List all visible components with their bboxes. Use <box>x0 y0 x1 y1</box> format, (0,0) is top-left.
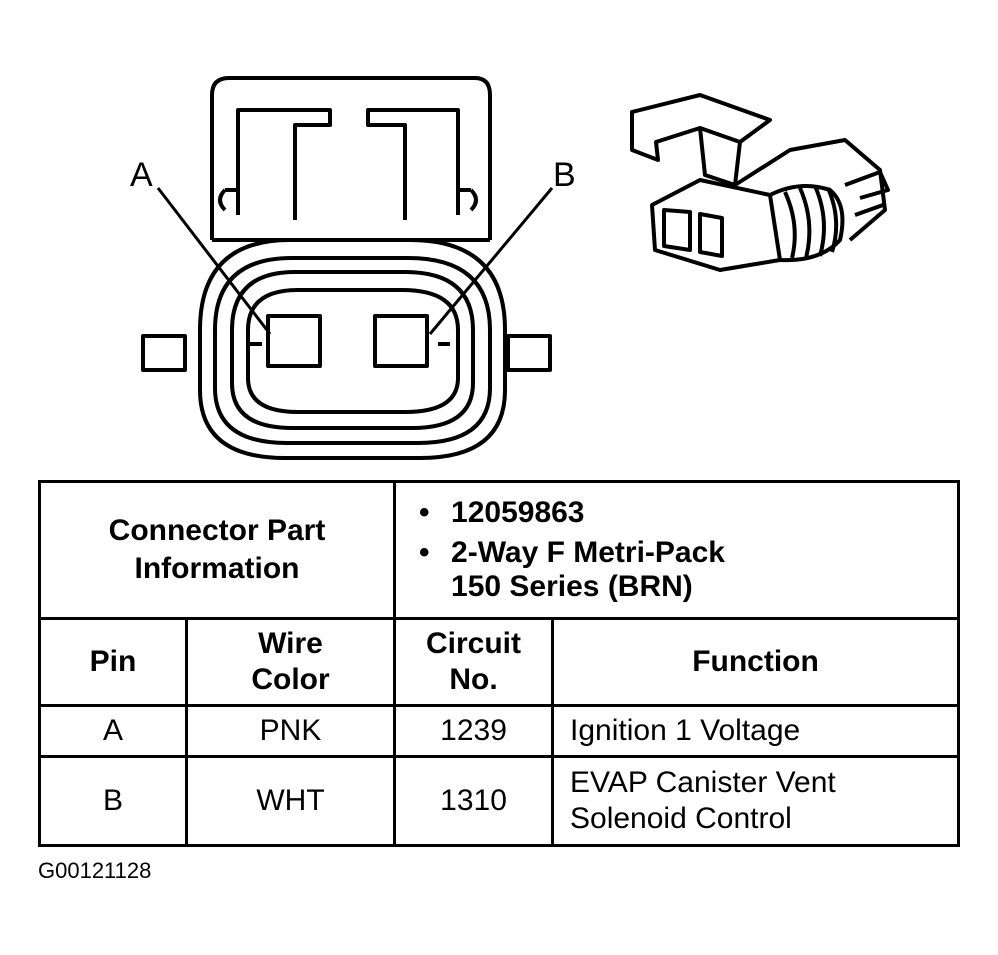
header-function: Function <box>551 617 961 707</box>
row-b-function-text: EVAP Canister Vent Solenoid Control <box>570 766 836 835</box>
header-wire-color-text: Wire Color <box>251 627 330 696</box>
part-number: 12059863 <box>419 496 957 530</box>
connector-type: 2-Way F Metri-Pack 150 Series (BRN) <box>419 536 751 604</box>
connector-info-table: Connector Part Information 12059863 2-Wa… <box>37 480 961 847</box>
table-row: B WHT 1310 EVAP Canister Vent Solenoid C… <box>38 755 961 847</box>
row-b-function: EVAP Canister Vent Solenoid Control <box>551 755 961 847</box>
pin-a-leader <box>156 187 272 335</box>
header-wire-color: Wire Color <box>184 617 397 707</box>
pin-a-label: A <box>130 156 153 194</box>
connector-3d-view <box>630 93 890 272</box>
row-a-function: Ignition 1 Voltage <box>551 704 961 758</box>
pin-b-leader <box>428 187 554 335</box>
header-circuit-no-text: Circuit No. <box>426 627 522 696</box>
row-b-circuit: 1310 <box>393 755 555 847</box>
row-a-wire-color: PNK <box>184 704 397 758</box>
header-pin: Pin <box>38 617 188 707</box>
connector-part-info-label: Connector Part Information <box>37 480 397 620</box>
table-row: A PNK 1239 Ignition 1 Voltage <box>38 704 961 758</box>
connector-body <box>198 238 507 460</box>
pin-b-label: B <box>553 156 576 194</box>
left-peg <box>141 334 187 372</box>
connector-diagram: A B <box>130 76 890 460</box>
row-b-pin: B <box>38 755 188 847</box>
right-peg <box>506 334 552 372</box>
connector-part-info-list: 12059863 2-Way F Metri-Pack 150 Series (… <box>393 480 961 620</box>
pin-a-terminal <box>266 314 322 368</box>
row-a-pin: A <box>38 704 188 758</box>
locking-tab <box>210 76 492 240</box>
connector-part-info-text: Connector Part Information <box>108 514 326 585</box>
row-b-wire-color: WHT <box>184 755 397 847</box>
header-circuit-no: Circuit No. <box>393 617 555 707</box>
row-a-circuit: 1239 <box>393 704 555 758</box>
figure-id: G00121128 <box>38 858 152 883</box>
pin-b-terminal <box>373 314 429 368</box>
